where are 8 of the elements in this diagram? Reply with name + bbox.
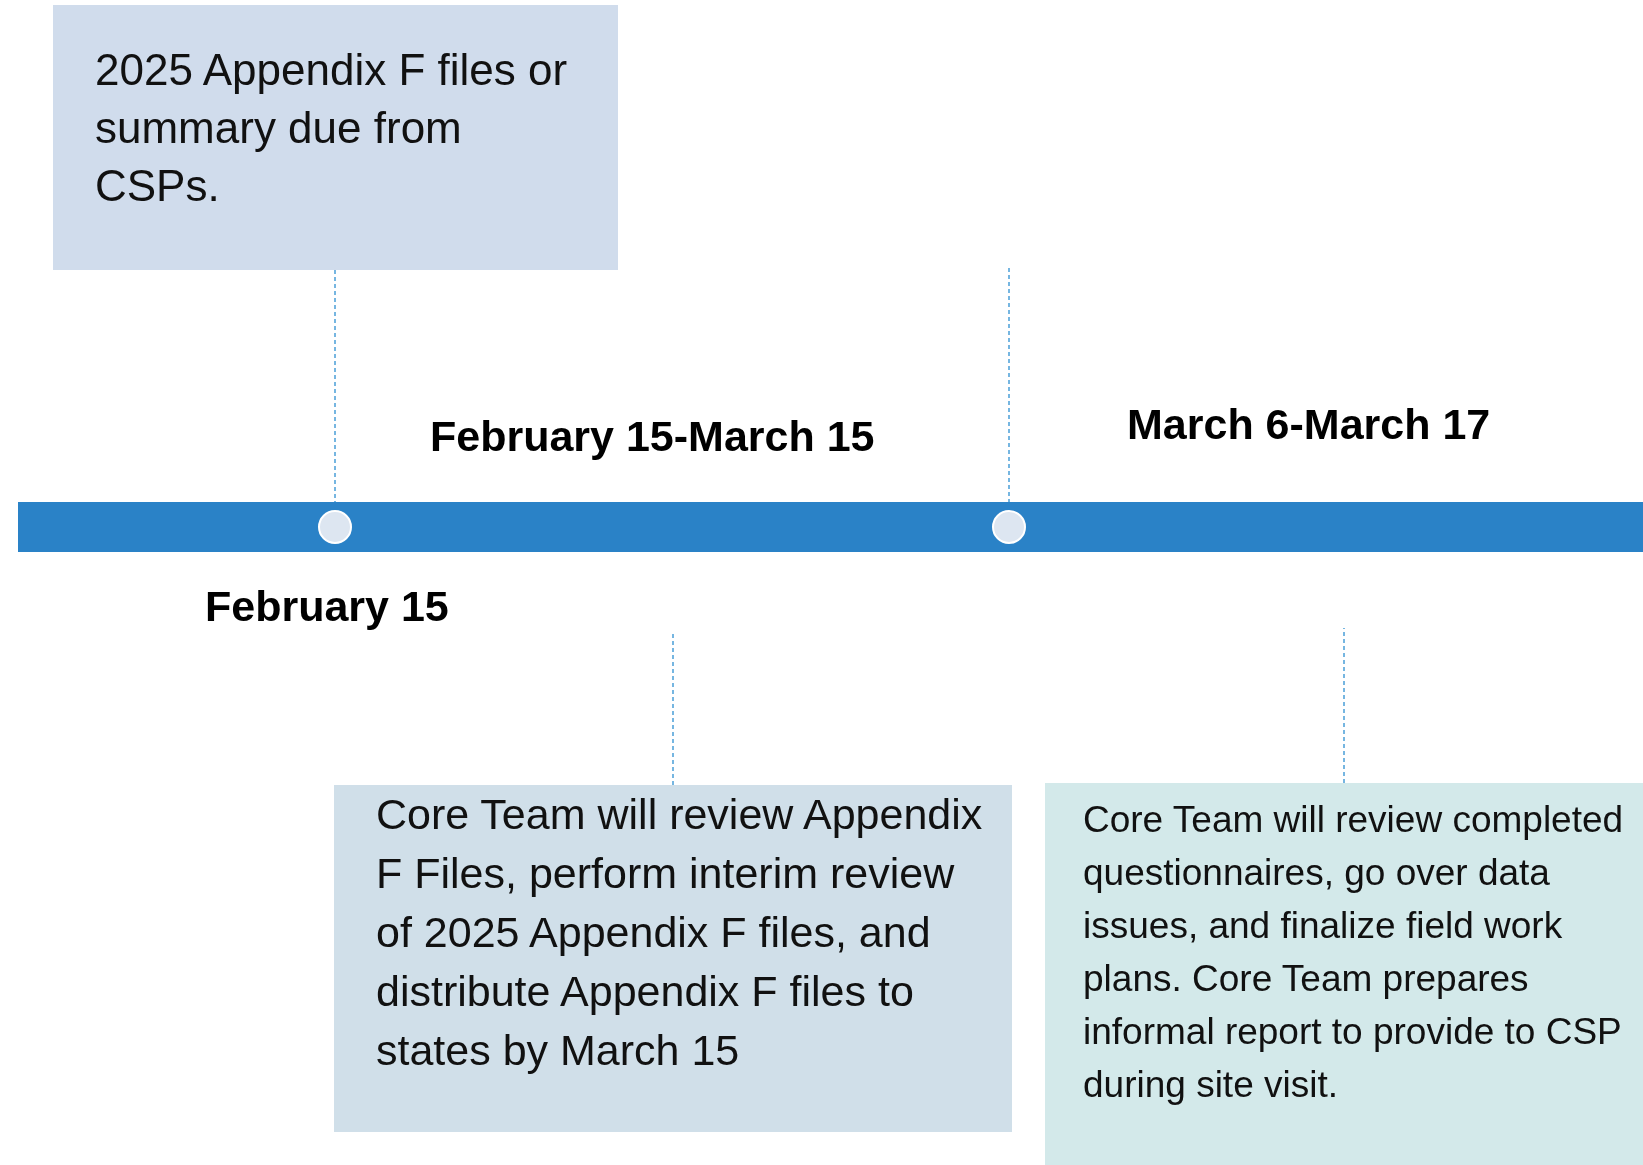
date-label: February 15 [205, 582, 449, 631]
text-box: Core Team will review completed questionnaires, go over data issues, and finalize field work plans. Core Team prepares informal report to provide to CSP during site visit. [1045, 783, 1643, 1165]
text-box: 2025 Appendix F files or summary due from CSPs. [53, 5, 618, 270]
connector-line [1343, 627, 1345, 784]
connector-line [672, 632, 674, 786]
text-box: Core Team will review Appendix F Files, perform interim review of 2025 Appendix F files, and distribute Appendix F files to states by March 15 [334, 785, 1012, 1132]
date-label: February 15-March 15 [430, 412, 875, 461]
date-label: March 6-March 17 [1127, 400, 1491, 449]
